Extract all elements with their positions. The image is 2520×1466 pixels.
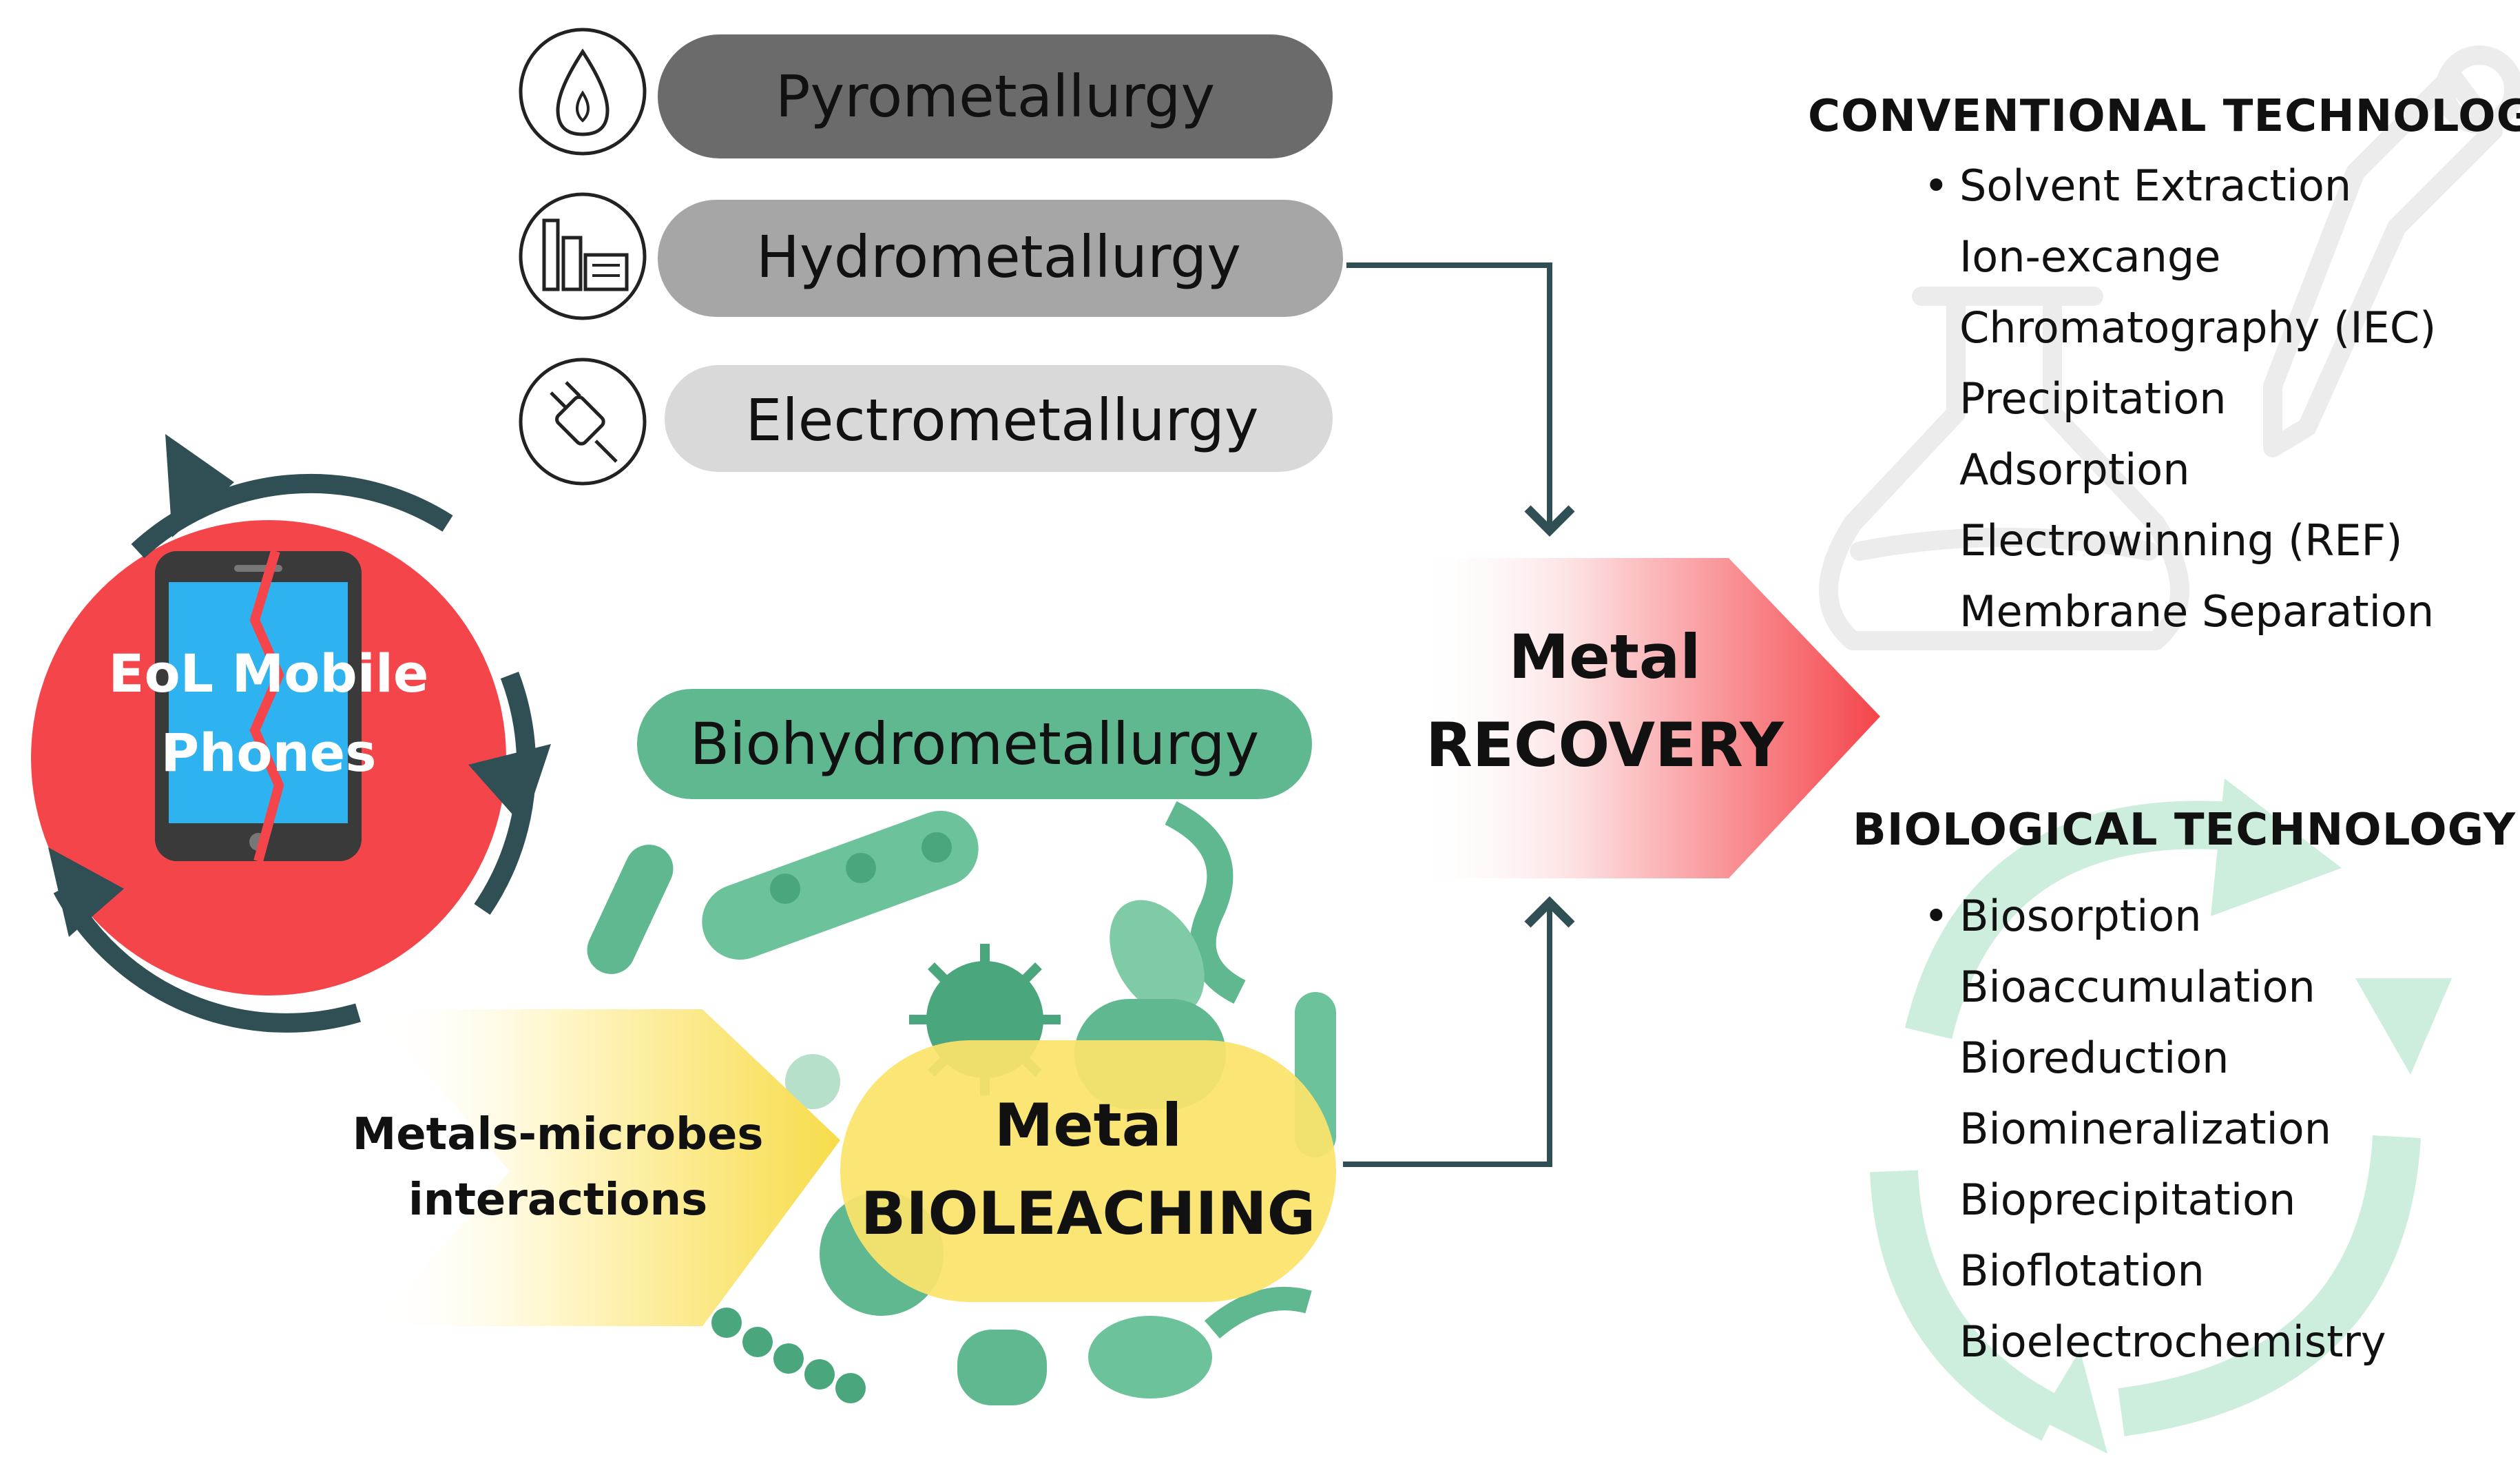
drop-icon [519, 28, 647, 156]
hydrometallurgy-pill [658, 200, 1343, 317]
biological-list: Biosorption Bioaccumulation Bioreduction… [1924, 880, 2386, 1377]
list-item: Bioelectrochemistry [1959, 1317, 2386, 1367]
phone-icon [155, 549, 362, 863]
list-item: Electrowinning (REF) [1959, 515, 2403, 566]
bioleaching-line1: Metal [994, 1091, 1183, 1160]
recovery-line2: RECOVERY [1426, 710, 1784, 781]
eol-line2: Phones [160, 722, 377, 783]
connector-bioleaching-to-recovery [1343, 896, 1575, 1167]
list-item: Precipitation [1959, 373, 2227, 424]
interactions-line2: interactions [408, 1175, 708, 1226]
eol-label: EoL Mobile Phones [96, 634, 441, 792]
list-item: Solvent Extraction [1959, 161, 2352, 211]
pyrometallurgy-label: Pyrometallurgy [775, 63, 1216, 130]
list-item: Bioprecipitation [1959, 1175, 2296, 1225]
list-item-continuation: Chromatography (IEC) [1959, 302, 2437, 353]
bioleaching-line2: BIOLEACHING [860, 1179, 1316, 1248]
conventional-title: CONVENTIONAL TECHNOLOGY [1808, 91, 2520, 142]
pyrometallurgy-pill [658, 34, 1333, 158]
interactions-line1: Metals-microbes [352, 1109, 764, 1160]
list-item: Biomineralization [1959, 1104, 2331, 1154]
electrometallurgy-pill [665, 365, 1333, 472]
bioleaching-pill [840, 1040, 1336, 1302]
conventional-list: Solvent Extraction Ion-excange Chromatog… [1924, 150, 2437, 647]
list-item: Ion-excange [1959, 231, 2221, 282]
list-item: Membrane Separation [1959, 586, 2435, 637]
connector-hydro-to-recovery [1346, 262, 1575, 537]
eol-line1: EoL Mobile [108, 643, 429, 704]
biohydrometallurgy-label: Biohydrometallurgy [689, 710, 1260, 778]
recovery-label: Metal RECOVERY [1412, 613, 1798, 789]
factory-icon [519, 192, 647, 320]
biological-title: BIOLOGICAL TECHNOLOGY [1853, 805, 2517, 856]
bioleaching-label: Metal BIOLEACHING [840, 1082, 1336, 1258]
interactions-chevron [372, 1009, 840, 1326]
electrometallurgy-label: Electrometallurgy [745, 386, 1259, 454]
recovery-line1: Metal [1508, 621, 1701, 692]
list-item: Bioreduction [1959, 1033, 2229, 1083]
list-item: Adsorption [1959, 444, 2190, 495]
list-item: Biosorption [1959, 891, 2202, 941]
biohydrometallurgy-pill [637, 689, 1312, 799]
recovery-chevron [1412, 558, 1880, 878]
plug-icon [519, 358, 647, 486]
list-item: Bioaccumulation [1959, 962, 2315, 1012]
interactions-label: Metals-microbes interactions [344, 1102, 771, 1233]
hydrometallurgy-label: Hydrometallurgy [756, 223, 1242, 291]
list-item: Bioflotation [1959, 1246, 2205, 1296]
